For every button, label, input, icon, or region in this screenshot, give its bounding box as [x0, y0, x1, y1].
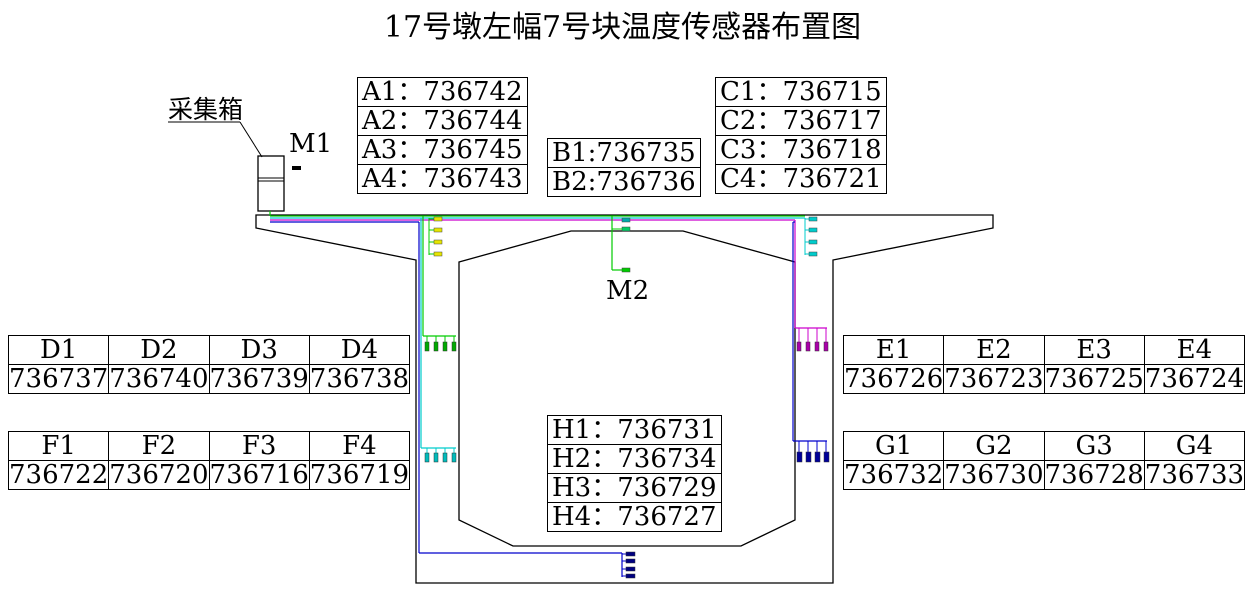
sensor-e2 — [805, 328, 811, 352]
sensor-a4 — [429, 251, 443, 257]
table-row: A1：736742 — [357, 77, 528, 107]
box-label: 采集箱 — [168, 95, 244, 124]
sensor-group-f — [421, 447, 457, 463]
sensor-h3 — [622, 566, 636, 572]
table-row: H3：736729 — [547, 473, 722, 503]
sensor-group-e — [795, 327, 829, 352]
table-row: A4：736743 — [357, 164, 528, 194]
acquisition-box — [257, 155, 301, 212]
sensor-f2 — [433, 448, 439, 463]
sensor-g4 — [823, 441, 830, 463]
table-row: H4：736727 — [547, 502, 722, 532]
group-h-table: H1：736731 H2：736734 H3：736729 H4：736727 — [547, 415, 722, 532]
table-row: H2：736734 — [547, 444, 722, 474]
sensor-d2 — [433, 336, 439, 352]
sensor-e3 — [814, 328, 820, 352]
sensor-b1 — [621, 217, 631, 223]
m2-label: M2 — [606, 276, 650, 306]
group-b-table: B1:736735 B2:736736 — [547, 138, 701, 197]
sensor-e4 — [823, 328, 829, 352]
sensor-b2 — [621, 226, 631, 232]
sensor-a2 — [429, 227, 443, 233]
table-row: B1:736735 — [547, 138, 701, 168]
sensor-group-a — [428, 216, 443, 257]
sensor-group-h — [622, 551, 636, 579]
sensor-d4 — [451, 336, 457, 352]
sensor-d3 — [442, 336, 448, 352]
sensor-h2 — [622, 558, 636, 564]
table-row: C3：736718 — [715, 135, 887, 165]
sensor-group-b — [612, 217, 631, 273]
sensor-c4 — [805, 251, 818, 257]
sensor-g3 — [814, 441, 821, 463]
sensor-g2 — [805, 441, 812, 463]
sensor-c3 — [805, 239, 818, 245]
table-row: H1：736731 — [547, 415, 722, 445]
table-row: C4：736721 — [715, 164, 887, 194]
sensor-f1 — [424, 448, 430, 463]
sensor-h1 — [622, 551, 636, 557]
sensor-a1 — [429, 216, 443, 222]
sensor-group-g — [793, 440, 830, 463]
table-row: B2:736736 — [547, 167, 701, 197]
sensor-m2 — [621, 267, 631, 273]
m1-label: M1 — [289, 129, 333, 159]
sensor-group-d — [423, 335, 457, 352]
table-row: A2：736744 — [357, 106, 528, 136]
sensor-h4 — [622, 573, 636, 579]
sensor-a3 — [429, 239, 443, 245]
table-row: C2：736717 — [715, 106, 887, 136]
sensor-group-c — [804, 216, 818, 257]
sensor-e1 — [796, 328, 802, 352]
table-row: C1：736715 — [715, 77, 887, 107]
group-a-table: A1：736742 A2：736744 A3：736745 A4：736743 — [357, 77, 528, 194]
sensor-c2 — [805, 227, 818, 233]
girder-inner-cell — [458, 230, 796, 547]
group-c-table: C1：736715 C2：736717 C3：736718 C4：736721 — [715, 77, 887, 194]
sensor-f4 — [451, 448, 457, 463]
table-row: A3：736745 — [357, 135, 528, 165]
sensor-g1 — [796, 441, 803, 463]
sensor-d1 — [424, 336, 430, 352]
diagram-title: 17号墩左幅7号块温度传感器布置图 — [383, 10, 862, 45]
sensor-c1 — [805, 216, 818, 222]
girder-outer-outline — [255, 214, 994, 584]
sensor-f3 — [442, 448, 448, 463]
